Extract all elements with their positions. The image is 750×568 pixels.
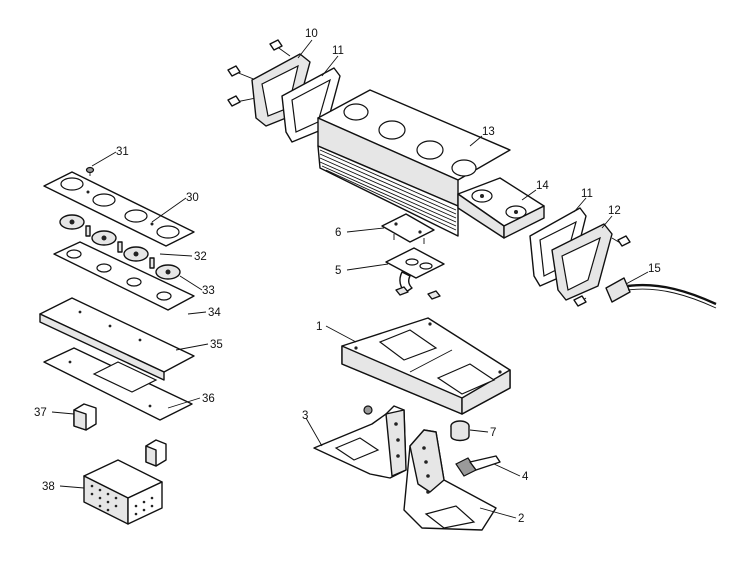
callout-6: 6 (335, 227, 341, 239)
connector-blocks (73, 403, 167, 467)
driver-box (83, 459, 163, 525)
front-cover-plate (43, 171, 195, 247)
bracket-left (313, 405, 407, 479)
callout-4: 4 (522, 471, 529, 483)
base-plate (341, 317, 511, 415)
callout-2: 2 (518, 513, 524, 525)
lens-tray (457, 177, 545, 239)
callout-10: 10 (305, 28, 318, 40)
mounting-bracket-small (385, 247, 445, 300)
driver-plate (43, 347, 193, 421)
callout-15: 15 (648, 263, 661, 275)
driver-box-vents (90, 484, 154, 516)
callout-5: 5 (335, 265, 341, 277)
callout-11-right: 11 (581, 188, 593, 200)
adjustment-knob (455, 455, 501, 477)
callout-14: 14 (536, 180, 549, 192)
callout-35: 35 (210, 339, 223, 351)
callout-1: 1 (316, 321, 322, 333)
callout-13: 13 (482, 126, 495, 138)
callout-33: 33 (202, 285, 215, 297)
power-cable (605, 277, 717, 309)
spacers (85, 225, 155, 269)
callout-32: 32 (194, 251, 207, 263)
callout-30: 30 (186, 192, 199, 204)
callout-7: 7 (490, 427, 496, 439)
callout-12: 12 (608, 205, 621, 217)
housing-cooling-fins (319, 149, 457, 231)
callout-31: 31 (116, 146, 129, 158)
callout-37: 37 (34, 407, 47, 419)
bracket-right (403, 429, 497, 531)
screw-31 (85, 166, 95, 176)
leader-lines (51, 39, 649, 519)
callout-38: 38 (42, 481, 55, 493)
mounting-plate-small (381, 213, 435, 244)
callout-labels: 10 11 13 14 11 12 15 6 5 1 3 7 4 2 31 30… (34, 28, 661, 525)
callout-11-top: 11 (332, 45, 344, 57)
main-housing (317, 89, 511, 237)
callout-36: 36 (202, 393, 215, 405)
heat-sink-plate (39, 297, 195, 381)
end-cap-right (551, 223, 631, 307)
callout-3: 3 (302, 410, 308, 422)
rubber-foot (450, 420, 470, 442)
lens-optics (59, 214, 181, 280)
led-board (53, 241, 195, 311)
callout-34: 34 (208, 307, 221, 319)
